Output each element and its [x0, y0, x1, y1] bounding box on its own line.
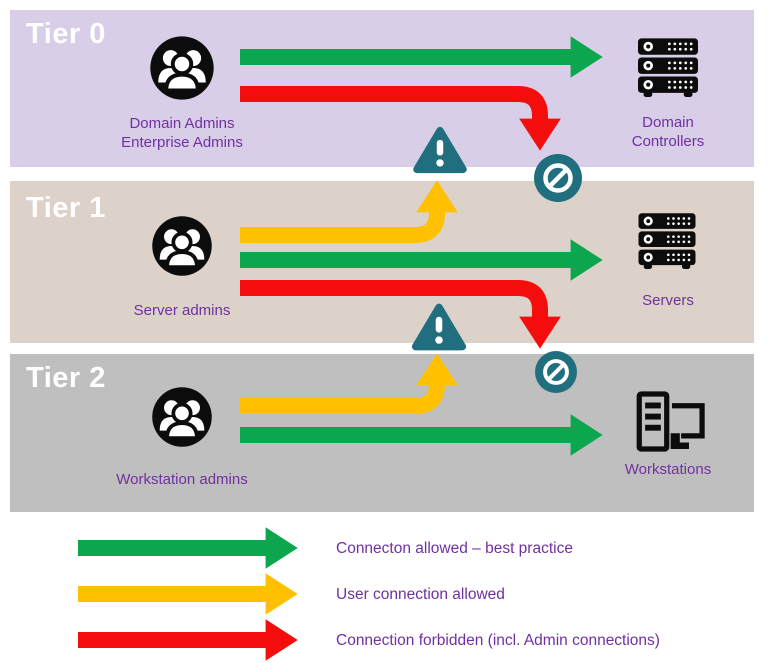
tier0-target-label-line1: Domain	[642, 114, 694, 131]
tier1-admins-group-icon	[152, 216, 212, 276]
legend-yellow-label: User connection allowed	[336, 586, 505, 603]
tier2-admins-group-icon	[152, 387, 212, 447]
tier1-server-rack-icon	[638, 213, 696, 269]
tier0-admin-label: Domain Admins Enterprise Admins	[82, 114, 282, 152]
tier0-title: Tier 0	[26, 18, 106, 50]
tier0-no-entry-icon	[534, 154, 582, 202]
legend-green-label: Connecton allowed – best practice	[336, 540, 573, 557]
tier0-target-label: Domain Controllers	[598, 113, 738, 151]
tier2-title: Tier 2	[26, 362, 106, 394]
tier1-title: Tier 1	[26, 192, 106, 224]
tier2-target-label-line1: Workstations	[624, 461, 712, 478]
legend-red-label: Connection forbidden (incl. Admin connec…	[336, 632, 660, 649]
tier1-admin-label: Server admins	[82, 301, 282, 320]
tier0-target-label-line2: Controllers	[631, 133, 705, 151]
tier2-admin-label-line1: Workstation admins	[116, 471, 248, 488]
tier0-server-rack-icon	[638, 38, 698, 97]
tier1-target-label: Servers	[598, 291, 738, 310]
tier0-admins-group-icon	[150, 36, 214, 100]
tier0-warning-triangle-icon	[413, 126, 467, 174]
tier2-target-label: Workstations	[593, 460, 743, 479]
tier2-workstation-icon	[636, 391, 705, 452]
tier1-no-entry-icon	[535, 351, 577, 393]
tier2-admin-label: Workstation admins	[82, 470, 282, 489]
tier1-admin-label-line1: Server admins	[133, 302, 231, 319]
tier0-admin-label-line2: Enterprise Admins	[121, 134, 243, 152]
tier0-admin-label-line1: Domain Admins	[129, 115, 235, 132]
tier1-warning-triangle-icon	[411, 303, 467, 351]
tier1-target-label-line1: Servers	[642, 292, 694, 309]
